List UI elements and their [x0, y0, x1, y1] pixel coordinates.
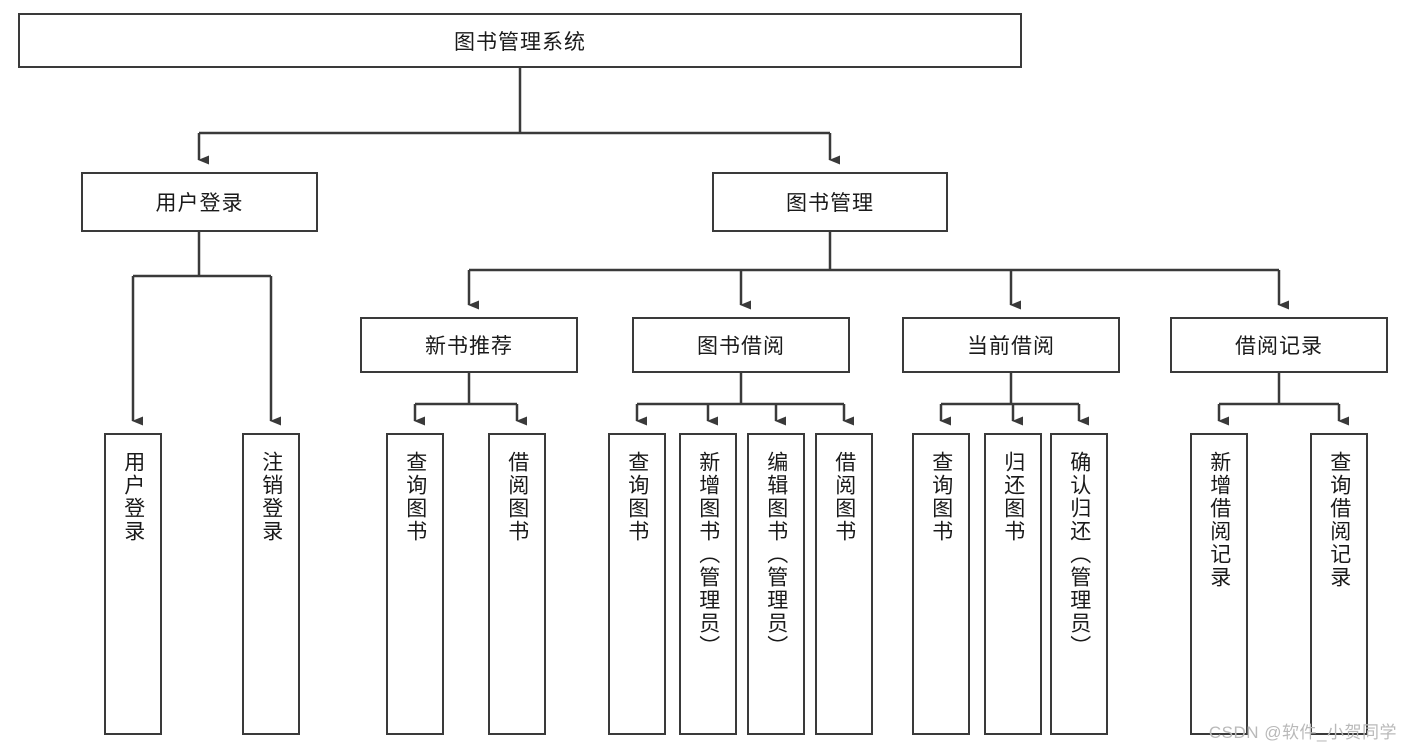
leaf-return-book[interactable]: 归还图书 [984, 433, 1042, 735]
leaf-confirm-return-admin[interactable]: 确认归还（管理员） [1050, 433, 1108, 735]
leaf-label: 注销登录 [259, 451, 283, 543]
leaf-label: 查询图书 [625, 451, 649, 543]
leaf-query-book-current[interactable]: 查询图书 [912, 433, 970, 735]
node-book-management[interactable]: 图书管理 [712, 172, 948, 232]
leaf-add-borrow-record[interactable]: 新增借阅记录 [1190, 433, 1248, 735]
node-label: 图书借阅 [697, 335, 785, 358]
node-label: 图书管理 [786, 192, 874, 215]
node-book-borrow[interactable]: 图书借阅 [632, 317, 850, 373]
node-user-login[interactable]: 用户登录 [81, 172, 318, 232]
leaf-label: 归还图书 [1001, 451, 1025, 543]
node-new-book-recommend[interactable]: 新书推荐 [360, 317, 578, 373]
leaf-label: 查询图书 [403, 451, 427, 543]
node-label: 当前借阅 [967, 335, 1055, 358]
leaf-label: 借阅图书 [832, 451, 856, 543]
node-current-borrow[interactable]: 当前借阅 [902, 317, 1120, 373]
leaf-label: 新增借阅记录 [1207, 451, 1231, 589]
leaf-edit-book-admin[interactable]: 编辑图书（管理员） [747, 433, 805, 735]
leaf-query-book-recommend[interactable]: 查询图书 [386, 433, 444, 735]
leaf-user-login[interactable]: 用户登录 [104, 433, 162, 735]
leaf-label: 新增图书（管理员） [696, 451, 720, 658]
leaf-label: 查询图书 [929, 451, 953, 543]
leaf-label: 编辑图书（管理员） [764, 451, 788, 658]
leaf-add-book-admin[interactable]: 新增图书（管理员） [679, 433, 737, 735]
leaf-logout[interactable]: 注销登录 [242, 433, 300, 735]
leaf-query-book-borrow[interactable]: 查询图书 [608, 433, 666, 735]
leaf-label: 确认归还（管理员） [1067, 451, 1091, 658]
node-label: 图书管理系统 [454, 30, 586, 54]
watermark-text: CSDN @软件_小贺同学 [1208, 723, 1397, 742]
leaf-label: 用户登录 [121, 451, 145, 543]
node-borrow-record[interactable]: 借阅记录 [1170, 317, 1388, 373]
leaf-borrow-book[interactable]: 借阅图书 [815, 433, 873, 735]
leaf-query-borrow-record[interactable]: 查询借阅记录 [1310, 433, 1368, 735]
leaf-borrow-book-recommend[interactable]: 借阅图书 [488, 433, 546, 735]
node-label: 新书推荐 [425, 335, 513, 358]
node-root-system[interactable]: 图书管理系统 [18, 13, 1022, 68]
node-label: 用户登录 [155, 192, 244, 215]
node-label: 借阅记录 [1235, 335, 1323, 358]
leaf-label: 查询借阅记录 [1327, 451, 1351, 589]
leaf-label: 借阅图书 [505, 451, 529, 543]
